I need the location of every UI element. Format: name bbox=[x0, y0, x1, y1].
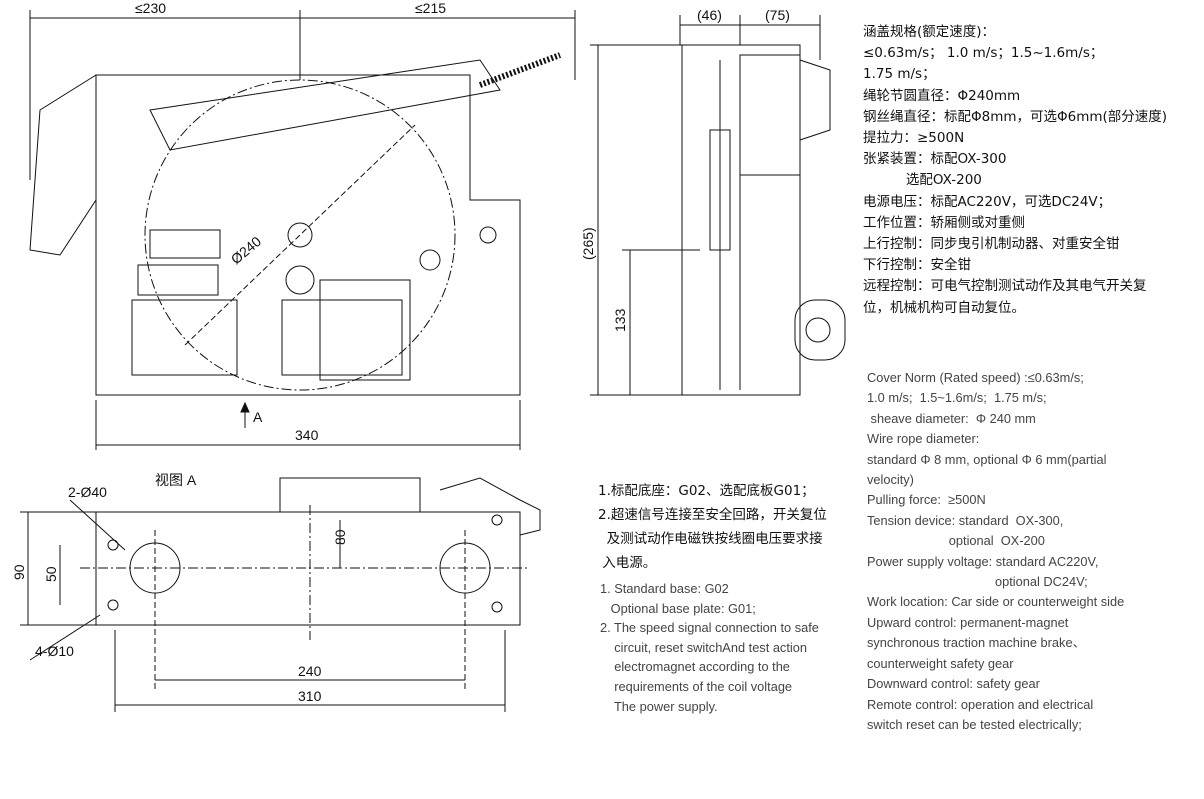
note-line: requirements of the coil voltage bbox=[600, 678, 793, 694]
note-line: 2. The speed signal connection to safe bbox=[600, 620, 819, 636]
spec-line: Pulling force: ≥500N bbox=[867, 492, 986, 508]
dim-height-80: 80 bbox=[332, 529, 348, 545]
note-line: 1. Standard base: G02 bbox=[600, 581, 729, 596]
spec-line: 上行控制：同步曳引机制动器、对重安全钳 bbox=[863, 236, 1120, 253]
spec-line: switch reset can be tested electrically; bbox=[867, 716, 1082, 732]
view-arrow-label: A bbox=[253, 409, 263, 425]
dim-side-46: (46) bbox=[697, 7, 722, 23]
spec-line: 远程控制：可电气控制测试动作及其电气开关复 bbox=[863, 278, 1147, 295]
view-a-title: 视图 A bbox=[155, 472, 197, 488]
spec-line: 张紧装置：标配OX-300 bbox=[863, 151, 1007, 168]
spec-line: 绳轮节圆直径：Φ240mm bbox=[863, 87, 1021, 104]
dim-base-width: 340 bbox=[295, 427, 319, 443]
spec-line: Wire rope diameter: bbox=[867, 431, 980, 447]
spec-line: standard Φ 8 mm, optional Φ 6 mm(partial bbox=[867, 451, 1107, 467]
note-line: The power supply. bbox=[600, 698, 718, 714]
dim-hole-spacing: 240 bbox=[298, 663, 322, 679]
note-line: Optional base plate: G01; bbox=[600, 600, 756, 616]
notes-chinese: 1.标配底座：G02、选配底板G01； 2.超速信号连接至安全回路，开关复位 及… bbox=[598, 479, 827, 575]
note-line: 入电源。 bbox=[598, 555, 657, 571]
spec-line: 1.0 m/s; 1.5~1.6m/s; 1.75 m/s; bbox=[867, 390, 1047, 406]
dim-depth-90: 90 bbox=[11, 564, 27, 580]
note-line: 及测试动作电磁铁按线圈电压要求接 bbox=[598, 531, 823, 547]
note-line: 2.超速信号连接至安全回路，开关复位 bbox=[598, 507, 827, 523]
spec-line: Cover Norm (Rated speed) :≤0.63m/s; bbox=[867, 370, 1084, 385]
spec-list-english: Cover Norm (Rated speed) :≤0.63m/s; 1.0 … bbox=[867, 368, 1124, 735]
note-line: 1.标配底座：G02、选配底板G01； bbox=[598, 483, 815, 499]
note-line: circuit, reset switchAnd test action bbox=[600, 639, 807, 655]
dim-holes-large: 2-Ø40 bbox=[68, 484, 107, 500]
spec-line: Remote control: operation and electrical bbox=[867, 696, 1094, 712]
spec-line: 1.75 m/s； bbox=[863, 66, 936, 83]
note-line: electromagnet according to the bbox=[600, 659, 790, 675]
dim-holes-small: 4-Ø10 bbox=[35, 643, 74, 659]
dim-sheave-diameter: Ø240 bbox=[228, 233, 265, 267]
spec-line: synchronous traction machine brake、 bbox=[867, 635, 1086, 651]
dim-side-133: 133 bbox=[612, 308, 628, 332]
view-a-bottom bbox=[20, 477, 541, 712]
dim-depth-50: 50 bbox=[43, 566, 59, 582]
dim-side-75: (75) bbox=[765, 7, 790, 23]
dim-right-width: ≤215 bbox=[415, 0, 446, 16]
spec-line: counterweight safety gear bbox=[867, 655, 1014, 671]
dim-side-height: (265) bbox=[580, 227, 596, 260]
spec-list-chinese: 涵盖规格(额定速度)： ≤0.63m/s； 1.0 m/s；1.5~1.6m/s… bbox=[863, 22, 1167, 319]
spec-line: 提拉力：≥500N bbox=[863, 130, 965, 147]
spec-line: Downward control: safety gear bbox=[867, 676, 1040, 692]
spec-line: optional OX-200 bbox=[867, 533, 1045, 549]
spec-line: Tension device: standard OX-300, bbox=[867, 512, 1064, 528]
spec-line: 下行控制：安全钳 bbox=[863, 257, 971, 274]
spec-line: 工作位置：轿厢侧或对重侧 bbox=[863, 214, 1025, 231]
spec-line: optional DC24V; bbox=[867, 574, 1088, 590]
spec-line: Work location: Car side or counterweight… bbox=[867, 594, 1125, 610]
front-view bbox=[29, 10, 576, 450]
dim-left-width: ≤230 bbox=[135, 0, 166, 16]
spec-line: 位，机械机构可自动复位。 bbox=[863, 299, 1025, 316]
spec-line: ≤0.63m/s； 1.0 m/s；1.5~1.6m/s； bbox=[863, 45, 1104, 62]
spec-line: sheave diameter: Φ 240 mm bbox=[867, 410, 1036, 426]
spec-line: Power supply voltage: standard AC220V, bbox=[867, 553, 1099, 569]
dim-overall-length: 310 bbox=[298, 688, 322, 704]
side-view bbox=[590, 15, 846, 396]
spec-line: velocity) bbox=[867, 472, 914, 488]
notes-english: 1. Standard base: G02 Optional base plat… bbox=[600, 579, 819, 716]
spec-line: Upward control: permanent-magnet bbox=[867, 614, 1069, 630]
spec-line: 涵盖规格(额定速度)： bbox=[863, 24, 996, 40]
spec-line: 钢丝绳直径：标配Φ8mm，可选Φ6mm(部分速度) bbox=[863, 108, 1168, 125]
spec-line: 电源电压：标配AC220V，可选DC24V； bbox=[863, 193, 1112, 210]
spec-line: 选配OX-200 bbox=[863, 172, 982, 189]
